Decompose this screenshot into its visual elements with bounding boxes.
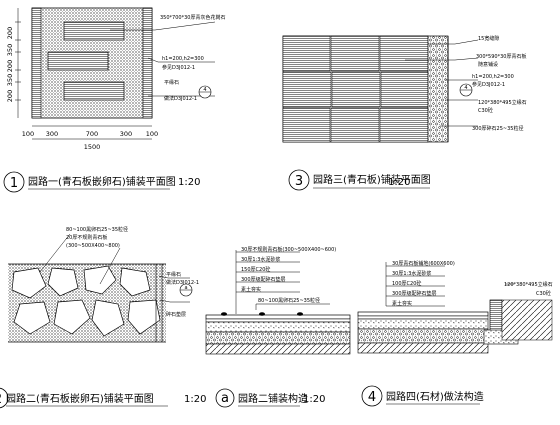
label-curb: 120*380*495立缘石 [478, 99, 527, 106]
label-layer-1: 30厚青石板铺地(600X600) [392, 260, 455, 267]
label-curb: 平缘石 [166, 271, 181, 278]
left-dimensions [15, 21, 21, 101]
stone-slab [47, 51, 109, 71]
label-granite: 350*700*30厚青灰色花岗石 [160, 14, 225, 21]
section-marker-label: 4 [464, 85, 467, 91]
panel-number: a [221, 391, 229, 406]
label-slab: 20厚不规则青石板 [66, 234, 107, 241]
label-layer-1: 30厚不规则青石板(300~500X400~600) [241, 246, 336, 253]
label-slab: 300*590*30厚青石板 [476, 53, 526, 60]
label-random: 随意铺设 [478, 61, 498, 68]
panel-title: 园路二铺装构造 [238, 392, 308, 405]
soil-layer [205, 343, 351, 355]
soil-layer [357, 342, 489, 354]
stone-slab [63, 21, 125, 41]
panel-number-circle [0, 387, 9, 409]
label-pebble: 80~100黑卵石25~35粒径 [258, 297, 320, 304]
mortar-layer [357, 315, 489, 320]
label-layer-4: 300厚级配碎石垫层 [392, 290, 437, 297]
label-layer-3: 100厚C20砼 [392, 280, 421, 287]
panel-2-plan: 80~100黑卵石25~35粒径 20厚不规则青石板 (300~500X400~… [0, 226, 206, 409]
label-concrete: C30砼 [478, 107, 493, 114]
section-marker-label: 4 [203, 87, 206, 93]
label-ref: 参见D3J012-1 [162, 64, 195, 71]
gravel-layer [357, 328, 489, 344]
dim-left-3: 200 [6, 60, 14, 72]
panel-1-plan: 200 350 200 350 200 100 300 700 300 100 … [3, 7, 225, 193]
label-slab-size: (300~500X400~800) [66, 243, 120, 249]
dim-left-5: 200 [6, 90, 14, 102]
label-method: 做法D3J012-1 [166, 279, 199, 286]
panel-scale: 1:20 [388, 177, 410, 188]
right-curb [142, 7, 153, 119]
dim-bottom-1: 100 [22, 130, 34, 138]
label-layer-2: 30厚1:3水泥砂浆 [241, 256, 280, 263]
slab-layer [357, 311, 489, 317]
label-layer-4: 300厚级配碎石垫层 [241, 276, 286, 283]
panel-title: 园路四(石材)做法构造 [386, 390, 484, 403]
label-pebble: 80~100黑卵石25~35粒径 [66, 226, 128, 233]
curb-stone [489, 299, 503, 335]
label-ref: 参见D3J012-1 [472, 81, 505, 88]
dim-total: 1500 [84, 143, 101, 151]
leader-lines [405, 39, 479, 127]
label-curb: 120*380*495立缘石 [504, 281, 553, 288]
leader-lines [39, 233, 190, 303]
section-marker-label: a [184, 285, 187, 291]
stone-slab [63, 81, 125, 101]
concrete-layer [205, 321, 351, 333]
panel-title: 园路二(青石板嵌卵石)铺装平面图 [6, 392, 154, 405]
dim-bottom-2: 300 [46, 130, 58, 138]
label-layer-5: 素土夯实 [392, 300, 412, 307]
panel-scale: 1:20 [303, 394, 325, 405]
leader-lines [235, 250, 330, 314]
gravel-layer [205, 331, 351, 345]
panel-a-section: 30厚不规则青石板(300~500X400~600) 30厚1:3水泥砂浆 15… [205, 246, 351, 408]
panel-scale: 1:20 [178, 177, 200, 188]
label-gap: 15宽缝隙 [478, 35, 499, 42]
label-h: h1=200,h2=300 [162, 56, 204, 62]
dim-left-1: 200 [6, 27, 14, 39]
label-curb: 平缘石 [164, 79, 179, 86]
panel-number-circle [215, 388, 235, 408]
dim-bottom-5: 100 [146, 130, 158, 138]
concrete-layer [357, 318, 489, 330]
mortar-layer [205, 318, 351, 323]
slab-layer [205, 314, 351, 320]
panel-3-plan: 15宽缝隙 300*590*30厚青石板 随意铺设 h1=200,h2=300 … [282, 35, 527, 191]
panel-4-section: 30厚青石板铺地(600X600) 30厚1:3水泥砂浆 100厚C20砼 30… [357, 260, 553, 407]
label-base: 碎石垫层 [166, 311, 186, 318]
panel-number: 3 [295, 174, 303, 189]
label-h: h1=200,h2=300 [472, 74, 514, 80]
panel-number-circle [361, 385, 383, 407]
panel-scale: 1:20 [184, 394, 206, 405]
dim-left-2: 350 [6, 44, 14, 56]
panel-number: 1 [10, 176, 18, 191]
label-method: 做法D3J012-1 [164, 95, 197, 102]
irregular-stones [11, 265, 161, 337]
panel-number-circle [3, 171, 25, 193]
slab-grid [282, 35, 429, 143]
panel-number: 4 [368, 390, 376, 405]
dim-left-4: 350 [6, 74, 14, 86]
panel-number: 2 [0, 392, 2, 407]
dim-bottom-4: 300 [120, 130, 132, 138]
panel-title: 园路一(青石板嵌卵石)铺装平面图 [28, 175, 176, 188]
leader-lines [385, 262, 514, 307]
pebbles [221, 312, 303, 316]
soil-side [501, 299, 553, 341]
left-curb [31, 7, 42, 119]
panel-title: 园路三(青石板)铺装平面图 [313, 173, 431, 186]
label-gravel: 300厚碎石25~35粒径 [472, 125, 523, 132]
label-layer-3: 150厚C20砼 [241, 266, 270, 273]
label-concrete: C30砼 [536, 290, 551, 297]
label-layer-5: 素土夯实 [241, 286, 261, 293]
panel-number-circle [288, 169, 310, 191]
label-layer-2: 30厚1:3水泥砂浆 [392, 270, 431, 277]
dim-bottom-3: 700 [86, 130, 98, 138]
